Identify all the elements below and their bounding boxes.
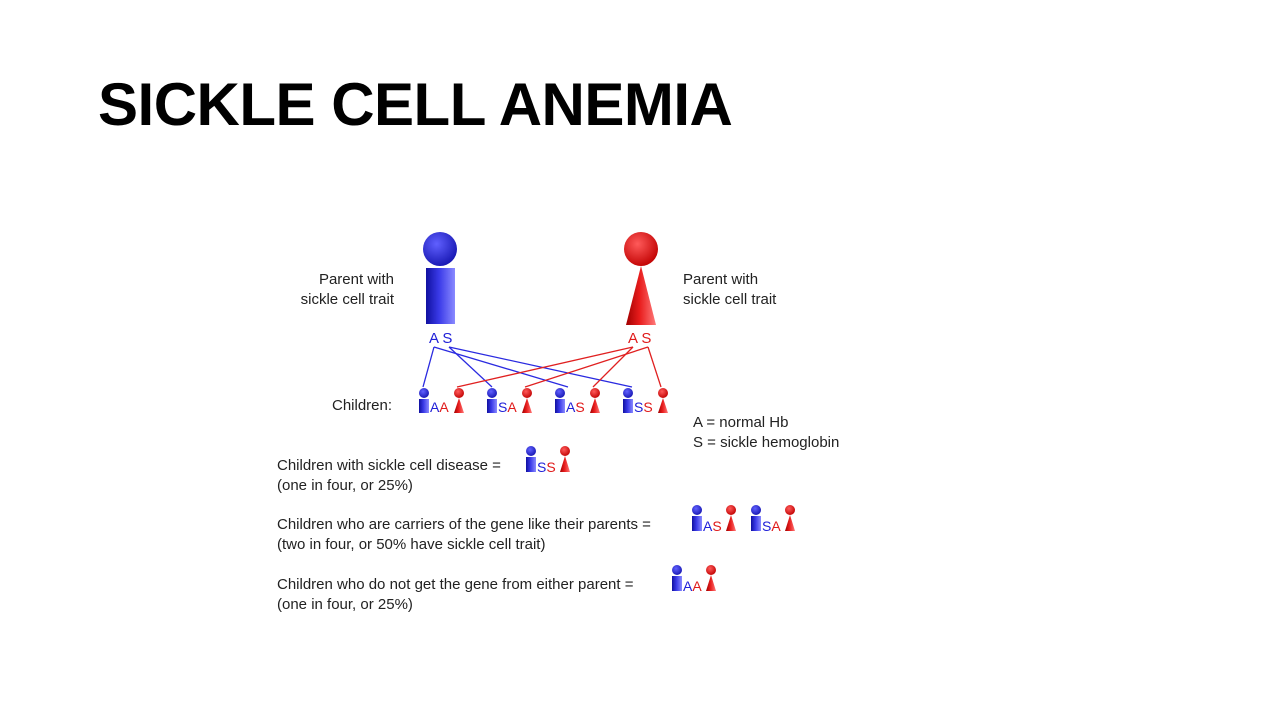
father-label-line2: sickle cell trait — [300, 291, 394, 308]
outcome-carriers-genotype-1: AS — [703, 518, 722, 534]
outcome-carriers-text: Children who are carriers of the gene li… — [277, 516, 651, 533]
mother-allele-2: S — [641, 330, 652, 347]
father-inheritance-lines — [422, 346, 633, 388]
father-alleles: A S — [429, 331, 452, 347]
mother-label-line1: Parent with — [683, 271, 759, 288]
child-2-icons — [487, 388, 532, 413]
legend-normal-hb: A = normal Hb — [693, 414, 789, 431]
child-figures — [419, 388, 668, 413]
mother-label-line2: sickle cell trait — [683, 291, 777, 308]
mother-label: Parent with sickle cell trait — [683, 270, 823, 310]
outcome-normal-sub: (one in four, or 25%) — [277, 596, 413, 613]
outcome-figures — [526, 446, 795, 591]
father-allele-2: S — [442, 330, 453, 347]
father-allele-1: A — [429, 330, 439, 347]
father-label-line1: Parent with — [318, 271, 394, 288]
outcome-disease-text: Children with sickle cell disease = — [277, 457, 501, 474]
father-label: Parent with sickle cell trait — [272, 270, 394, 310]
children-label: Children: — [332, 397, 393, 414]
child-3-icons — [555, 388, 600, 413]
outcome-disease-sub: (one in four, or 25%) — [277, 477, 413, 494]
outcome-normal-genotype: AA — [683, 578, 702, 594]
child-1-genotype: AA — [430, 399, 449, 415]
outcome-carriers-sub: (two in four, or 50% have sickle cell tr… — [277, 536, 546, 553]
outcome-disease-genotype: SS — [537, 459, 556, 475]
child-1-icons — [419, 388, 464, 413]
slide-title: SICKLE CELL ANEMIA — [98, 71, 733, 138]
mother-alleles: A S — [628, 331, 651, 347]
child-2-genotype: SA — [498, 399, 517, 415]
father-figure-icon — [423, 232, 457, 324]
legend: A = normal Hb S = sickle hemoglobin — [693, 413, 839, 453]
legend-sickle-hb: S = sickle hemoglobin — [693, 434, 840, 451]
child-4-genotype: SS — [634, 399, 653, 415]
outcome-normal-text: Children who do not get the gene from ei… — [277, 576, 634, 593]
outcome-carriers-genotype-2: SA — [762, 518, 781, 534]
mother-allele-1: A — [628, 330, 638, 347]
mother-figure-icon — [624, 232, 658, 325]
mother-inheritance-lines — [456, 346, 662, 388]
child-4-icons — [623, 388, 668, 413]
child-3-genotype: AS — [566, 399, 585, 415]
